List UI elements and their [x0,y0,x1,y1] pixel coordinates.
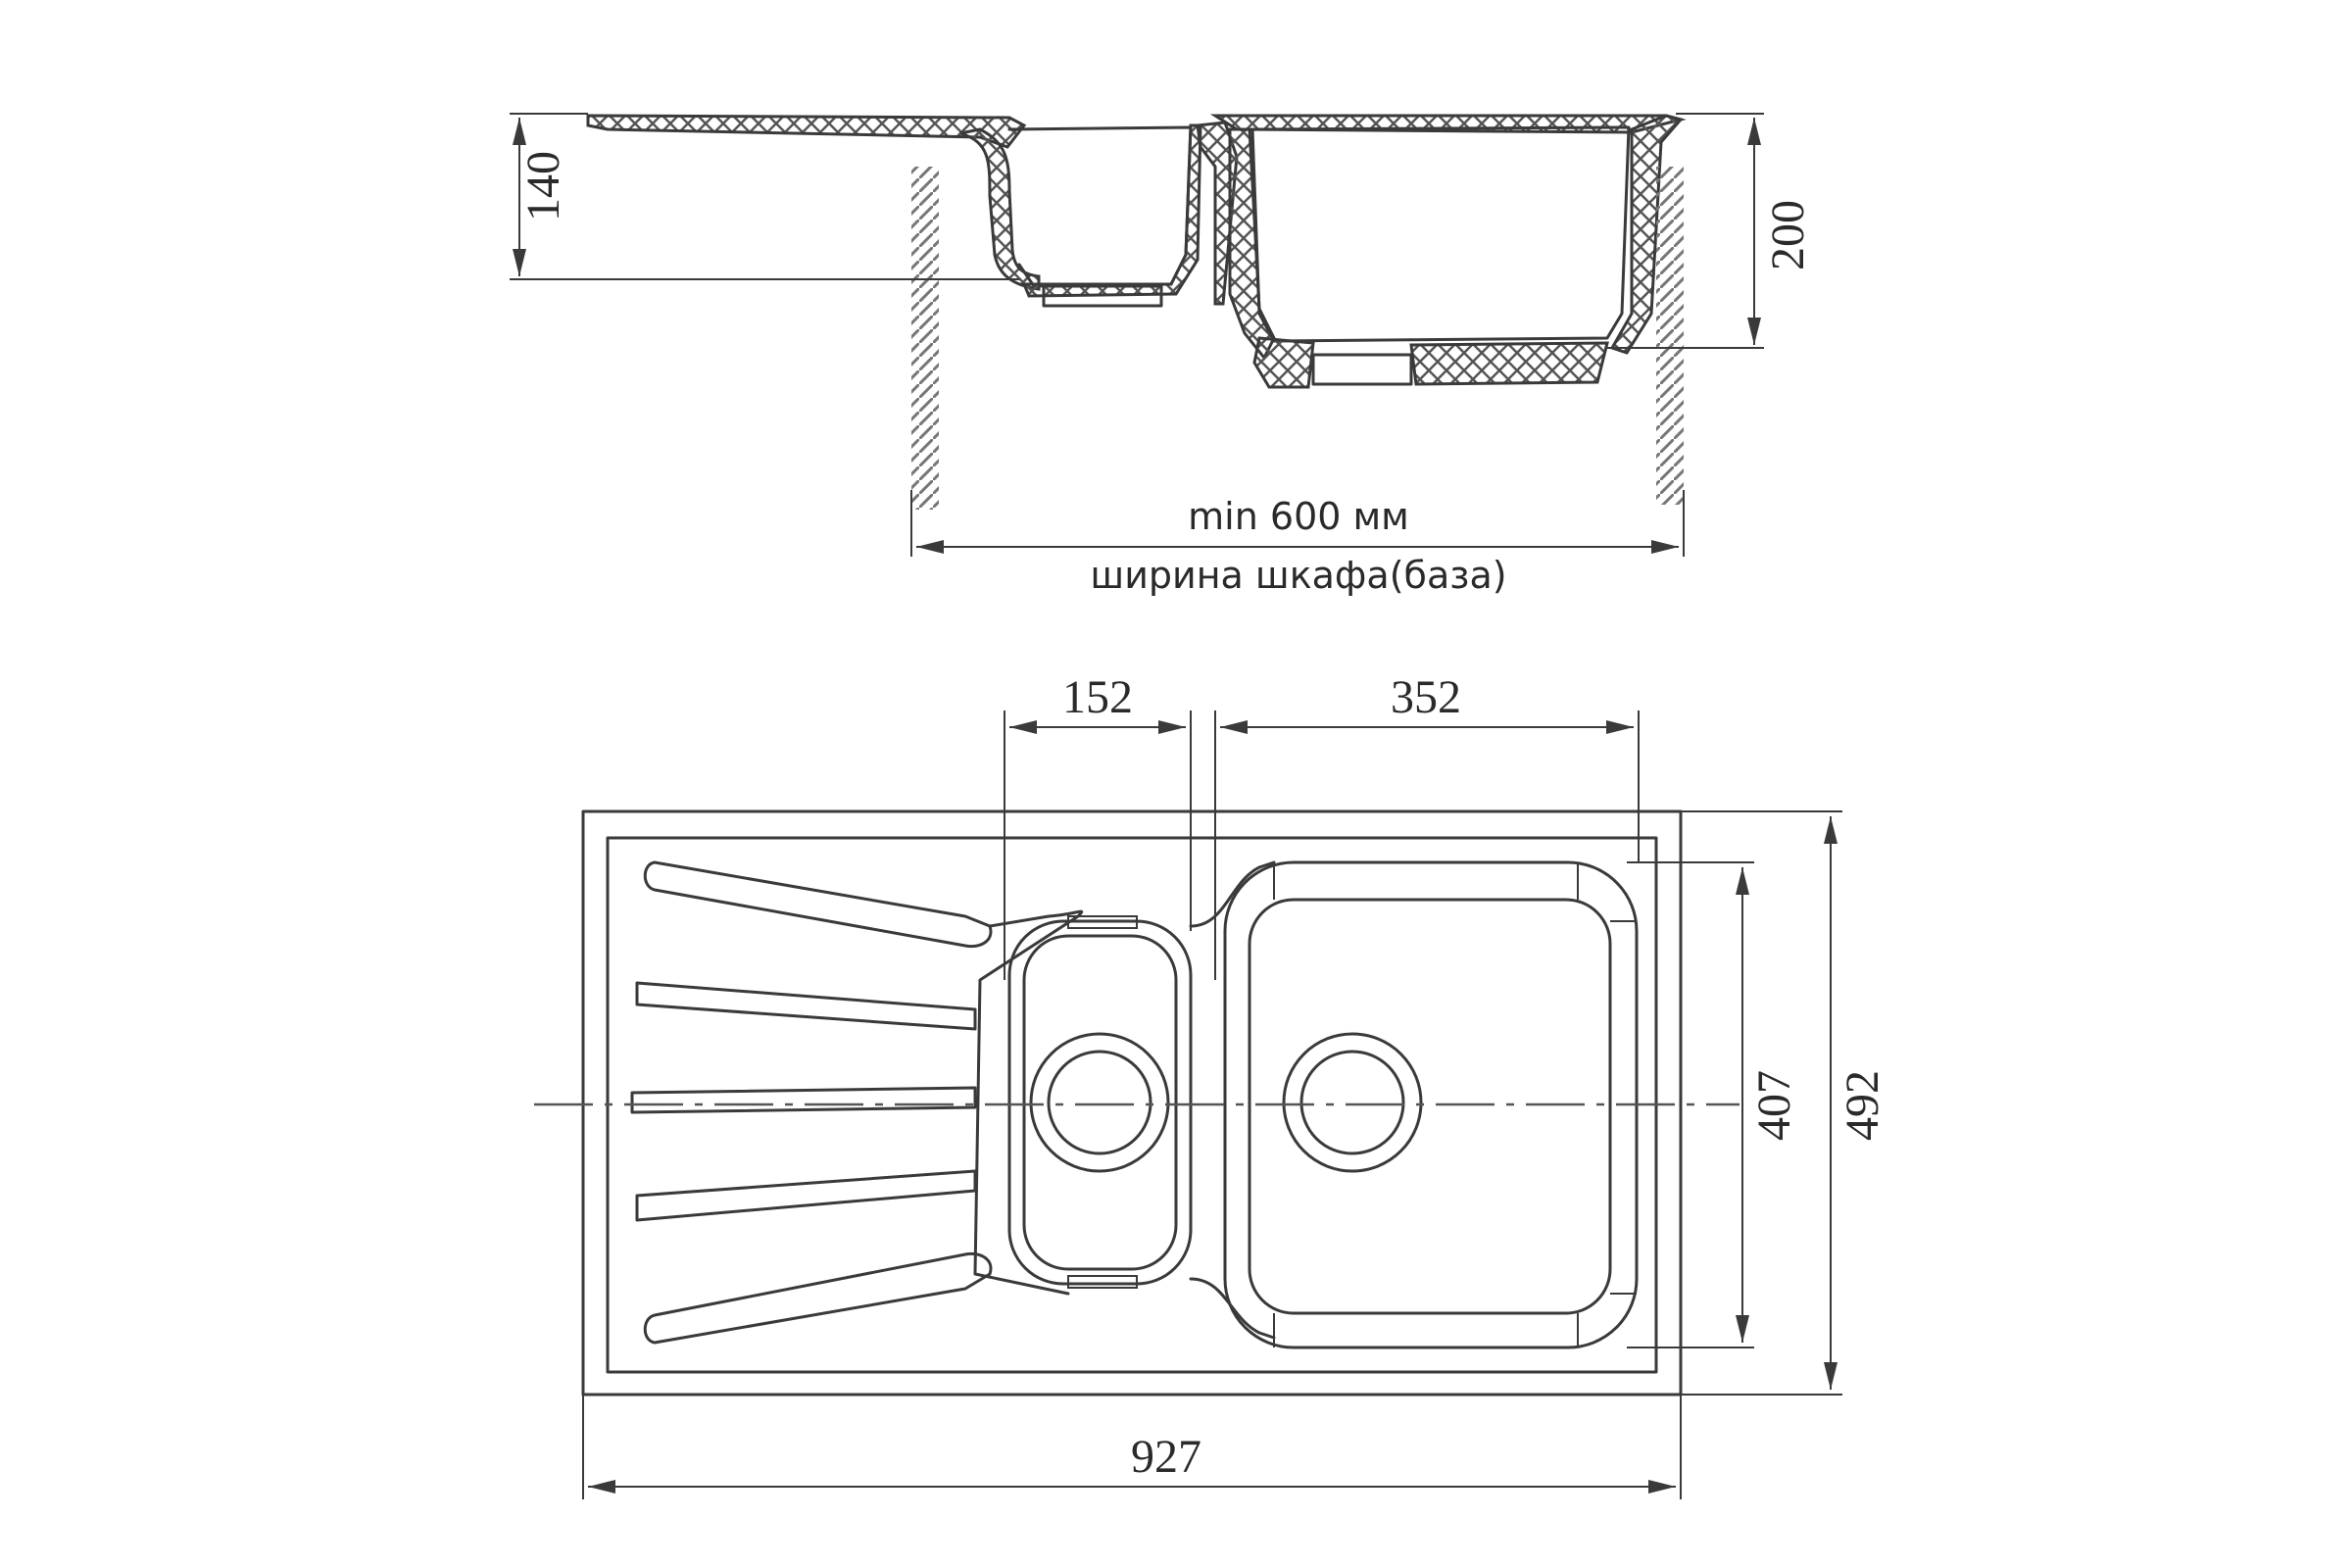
drainer-groove-2 [635,981,977,1031]
main-bowl-wall-left [1228,127,1276,361]
main-bowl-inner [1248,898,1612,1315]
main-bowl-wall-right [1609,114,1684,355]
small-bowl-top-lip [1067,915,1138,929]
main-bowl-slope-bottom [1273,1313,1579,1348]
plan-view: 152 352 407 492 927 [534,671,1888,1499]
small-bowl-inner [1022,934,1178,1271]
sink-outline-outer [581,809,1683,1396]
small-bowl-section [1007,125,1193,288]
dim-152-label: 152 [1062,671,1133,723]
cabinet-width-label: ширина шкафа(база) [1090,554,1506,597]
drainer-groove-5 [643,1251,993,1345]
main-bowl-slope-right [1610,920,1637,1295]
section-view: 140 200 min 600 мм ширина шкафа(база) [510,113,1814,597]
cabinet-wall-right [1656,167,1684,505]
bowl-divider-top [1189,860,1276,928]
small-bowl-bottom-lip [1067,1275,1138,1289]
drainer-profile [586,114,1027,149]
drainer-boundary [973,909,1084,1296]
main-bowl-drain-inner [1299,1050,1405,1155]
small-bowl-drain-outer [1029,1032,1170,1173]
dim-492-label: 492 [1837,1070,1888,1141]
drainer-slope [959,127,1041,291]
dim-927-label: 927 [1131,1431,1201,1483]
main-bowl-slope-top [1273,862,1579,900]
dim-200-label: 200 [1762,200,1814,270]
bowl-divider-section [1196,121,1239,306]
dim-140-label: 140 [517,151,569,221]
main-bowl-drain-outer [1282,1032,1423,1173]
cabinet-width-value: min 600 мм [1188,495,1409,538]
main-bowl-inner [1250,125,1631,343]
drainer-groove-1 [643,860,993,949]
dim-407-label: 407 [1748,1070,1800,1141]
cabinet-wall-left [911,167,939,510]
small-bowl-wall-right [1021,123,1202,298]
drainer-groove-4 [635,1169,977,1222]
drainer-groove-3 [630,1086,977,1114]
small-bowl-drain-inner [1047,1050,1152,1155]
small-bowl-outlet [1042,284,1163,308]
main-bowl-bottom-right [1409,341,1609,386]
dim-352-label: 352 [1391,671,1461,723]
main-bowl-bottom-left [1252,336,1315,389]
main-bowl-outlet [1311,353,1413,386]
small-bowl-outer [1007,919,1193,1286]
